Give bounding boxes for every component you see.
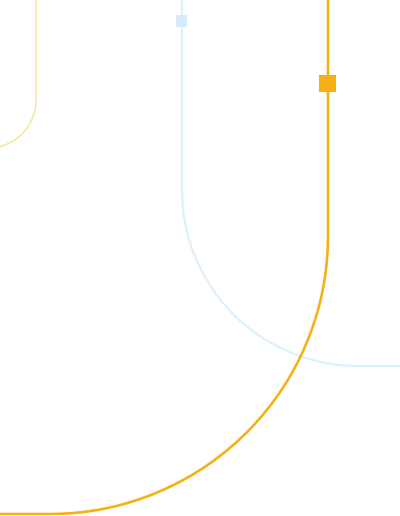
light-blue-square-marker xyxy=(176,15,187,27)
light-blue-u-line xyxy=(180,0,400,368)
orange-square-marker xyxy=(319,75,336,92)
yellow-rounded-line-top-left xyxy=(0,0,37,148)
orange-curve-line xyxy=(0,0,330,516)
